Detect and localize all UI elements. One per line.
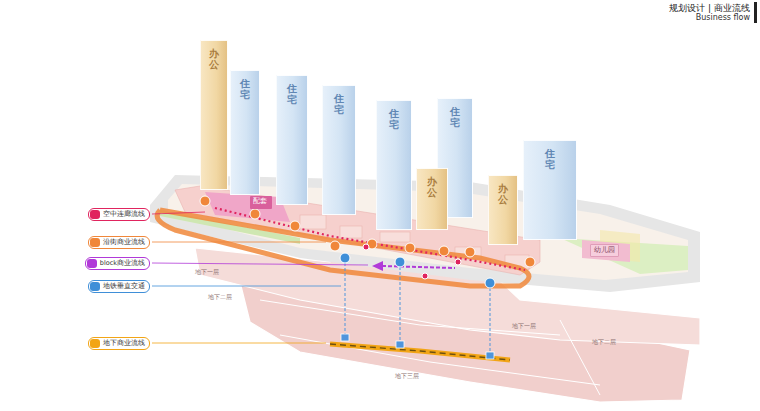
legend-item: 空中连廊流线 bbox=[88, 208, 150, 221]
metro-shaft bbox=[345, 258, 346, 338]
legend-item: block商业流线 bbox=[85, 257, 150, 270]
level-label: 地下二层 bbox=[592, 338, 616, 347]
node-text: 住宅 bbox=[240, 78, 250, 100]
shop-marker bbox=[330, 241, 340, 251]
legend-item: 地铁垂直交通 bbox=[88, 280, 150, 293]
legend-leaders bbox=[152, 212, 368, 343]
shop-marker bbox=[439, 246, 449, 256]
office-tower: 办公 bbox=[488, 175, 518, 245]
leader-line bbox=[152, 212, 205, 214]
shop-marker bbox=[290, 221, 300, 231]
legend-swatch bbox=[90, 282, 100, 291]
underground-flow bbox=[330, 344, 510, 360]
basement-line bbox=[560, 320, 600, 395]
skyway-flow bbox=[215, 208, 525, 270]
level-label: 地下二层 bbox=[208, 293, 232, 302]
facility-tag: 配套 bbox=[250, 196, 272, 209]
residential-tower: 住宅 bbox=[322, 85, 356, 215]
leader-line bbox=[152, 242, 326, 243]
flow-lines bbox=[157, 208, 529, 360]
podium-block bbox=[340, 226, 362, 238]
metro-stop bbox=[396, 341, 404, 348]
node-text: 住宅 bbox=[287, 83, 297, 105]
node-text: 幼儿园 bbox=[594, 246, 615, 255]
legend-text: 空中连廊流线 bbox=[103, 210, 145, 219]
leader-line bbox=[152, 263, 368, 265]
legend-text: 地下商业流线 bbox=[103, 339, 145, 348]
kindergarten-block bbox=[582, 240, 630, 262]
skyway-marker bbox=[363, 244, 369, 250]
legend-swatch bbox=[90, 339, 100, 348]
node-text: 住宅 bbox=[450, 106, 460, 128]
legend-item: 地下商业流线 bbox=[88, 337, 150, 350]
legend-swatch bbox=[90, 210, 100, 219]
block-flow bbox=[382, 266, 455, 268]
node-text: 住宅 bbox=[545, 148, 555, 170]
basement-line bbox=[280, 335, 600, 385]
skyway-marker bbox=[455, 259, 461, 265]
shop-marker bbox=[465, 247, 475, 257]
leader-line bbox=[152, 286, 341, 287]
residential-tower: 住宅 bbox=[230, 70, 260, 195]
office-tower: 办公 bbox=[200, 40, 228, 190]
leader-line bbox=[152, 343, 326, 344]
residential-tower: 住宅 bbox=[376, 100, 412, 230]
podium-block bbox=[300, 215, 326, 229]
node-text: 配套 bbox=[253, 197, 269, 206]
metro-shaft bbox=[490, 283, 491, 356]
legend-text: 沿街商业流线 bbox=[103, 238, 145, 247]
subtitle: Business flow bbox=[696, 13, 750, 22]
skyway-marker bbox=[422, 273, 428, 279]
kindergarten-tag: 幼儿园 bbox=[590, 244, 619, 257]
node-text: 住宅 bbox=[389, 108, 399, 130]
node-text: 办公 bbox=[209, 48, 219, 70]
metro-stop bbox=[341, 334, 349, 341]
shop-marker bbox=[200, 196, 210, 206]
level-label: 地下一层 bbox=[195, 268, 219, 277]
level-label: 地下三层 bbox=[395, 372, 419, 381]
metro-stop bbox=[486, 352, 494, 359]
office-tower: 办公 bbox=[416, 168, 448, 230]
node-text: 住宅 bbox=[334, 93, 344, 115]
legend-swatch bbox=[90, 238, 100, 247]
level-label: 地下一层 bbox=[512, 322, 536, 331]
podium-block bbox=[380, 232, 410, 242]
metro-shaft bbox=[400, 262, 401, 345]
legend-swatch bbox=[87, 259, 97, 268]
node-text: 办公 bbox=[498, 183, 508, 205]
underground-flow bbox=[330, 344, 510, 360]
shop-marker bbox=[250, 209, 260, 219]
residential-tower: 住宅 bbox=[276, 75, 308, 205]
metro-marker bbox=[395, 257, 405, 267]
legend-item: 沿街商业流线 bbox=[88, 236, 150, 249]
title-bar bbox=[754, 2, 757, 23]
shop-marker bbox=[405, 243, 415, 253]
basement-line bbox=[260, 300, 560, 335]
residential-tower: 住宅 bbox=[523, 140, 577, 240]
metro-marker bbox=[485, 278, 495, 288]
arrow-head bbox=[372, 261, 383, 271]
metro-marker bbox=[340, 253, 350, 263]
legend-text: 地铁垂直交通 bbox=[103, 282, 145, 291]
node-text: 办公 bbox=[427, 176, 437, 198]
legend-text: block商业流线 bbox=[100, 259, 145, 268]
shop-marker bbox=[525, 257, 535, 267]
street-flow bbox=[157, 210, 529, 286]
